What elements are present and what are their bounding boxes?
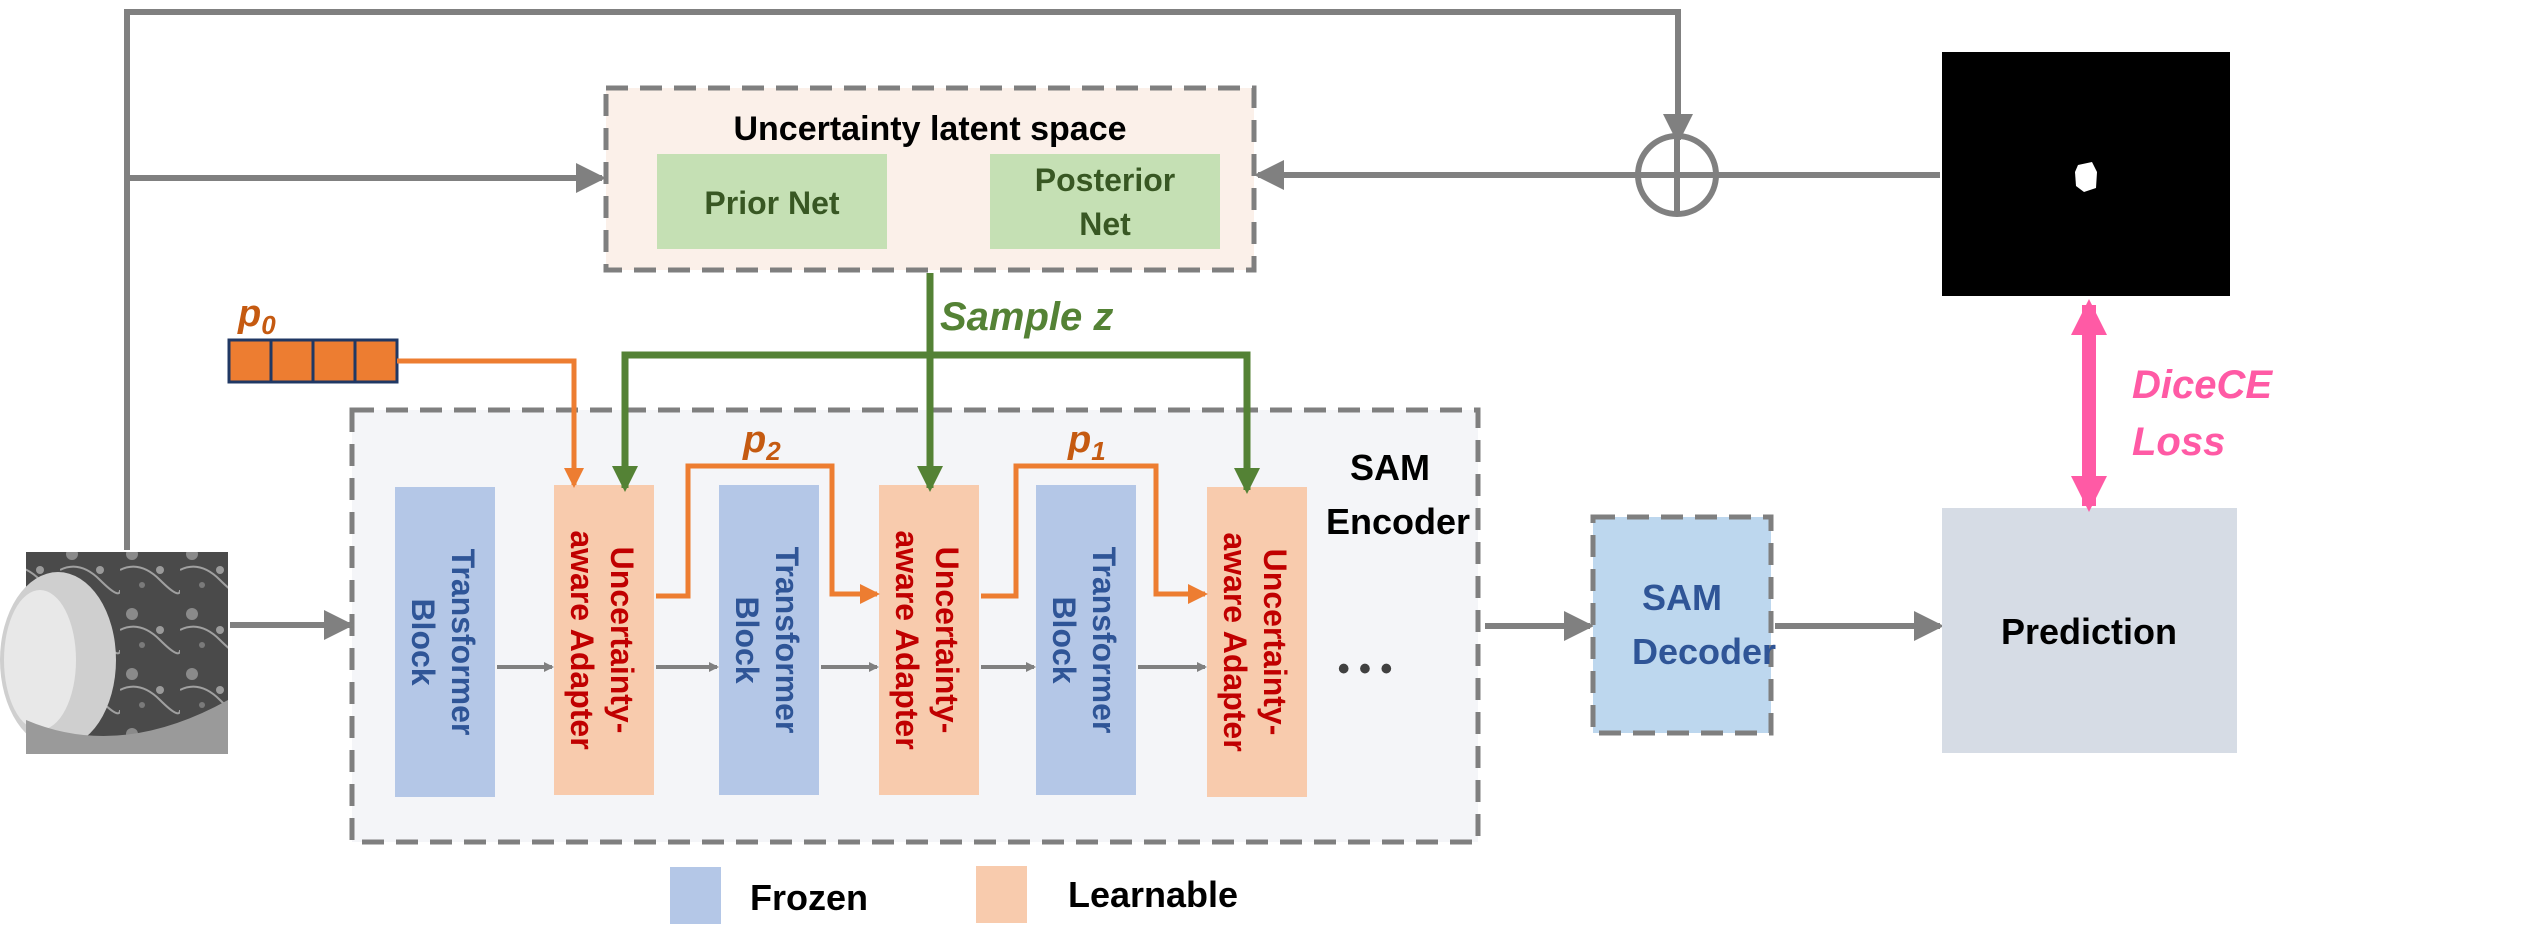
adapter-2 <box>879 485 979 795</box>
prior-net-box <box>657 154 887 249</box>
legend-learnable-label: Learnable <box>1068 874 1238 915</box>
transformer-block-3 <box>1036 485 1136 795</box>
transformer-block-1 <box>395 487 495 797</box>
top-skip-arrow <box>124 9 1693 144</box>
posterior-net-label-line2: Net <box>1079 206 1131 242</box>
adapter-3-line2: aware Adapter <box>1217 532 1253 751</box>
p0-label: p0 <box>237 293 276 340</box>
encoder-label-line2: Encoder <box>1326 501 1470 542</box>
p0-to-adapter-1-arrow <box>397 358 584 488</box>
posterior-net-label-line1: Posterior <box>1035 162 1175 198</box>
ground-truth-lesion <box>2075 162 2097 192</box>
posterior-net-box <box>990 154 1220 249</box>
p0-token-vector <box>227 338 399 384</box>
adapter-2-line2: aware Adapter <box>889 530 925 749</box>
prior-net-label: Prior Net <box>704 185 839 221</box>
loss-label-line1: DiceCE <box>2132 363 2273 407</box>
sample-z-label: Sample z <box>940 295 1113 339</box>
p2-arrow <box>656 463 880 604</box>
legend-learnable-swatch <box>976 866 1027 923</box>
adapter-2-line1: Uncertainty- <box>929 547 965 734</box>
transformer-1-line1: Transformer <box>445 549 481 736</box>
p2-label: p2 <box>742 419 781 466</box>
decoder-label-line1: SAM <box>1642 577 1722 618</box>
loss-label-line2: Loss <box>2132 420 2225 464</box>
input-ct-image <box>0 552 228 754</box>
transformer-3-line2: Block <box>1046 596 1082 683</box>
prediction-label: Prediction <box>2001 611 2177 652</box>
p1-arrow <box>981 463 1208 604</box>
transformer-2-line1: Transformer <box>769 547 805 734</box>
adapter-1-line2: aware Adapter <box>564 530 600 749</box>
p1-label: p1 <box>1067 419 1106 466</box>
transformer-block-2 <box>719 485 819 795</box>
legend-frozen-label: Frozen <box>750 877 868 918</box>
latent-space-title: Uncertainty latent space <box>733 110 1126 148</box>
transformer-1-line2: Block <box>405 598 441 685</box>
prediction-box <box>1942 508 2237 753</box>
decoder-label-line2: Decoder <box>1632 631 1776 672</box>
sam-decoder-box <box>1590 514 1774 736</box>
encoder-ellipsis: • • • <box>1338 650 1393 688</box>
adapter-1-line1: Uncertainty- <box>604 547 640 734</box>
adapter-1 <box>554 485 654 795</box>
adapter-3-line1: Uncertainty- <box>1257 549 1293 736</box>
encoder-label-line1: SAM <box>1350 447 1430 488</box>
legend-frozen-swatch <box>670 867 721 924</box>
transformer-3-line1: Transformer <box>1086 547 1122 734</box>
adapter-3 <box>1207 487 1307 797</box>
transformer-2-line2: Block <box>729 596 765 683</box>
